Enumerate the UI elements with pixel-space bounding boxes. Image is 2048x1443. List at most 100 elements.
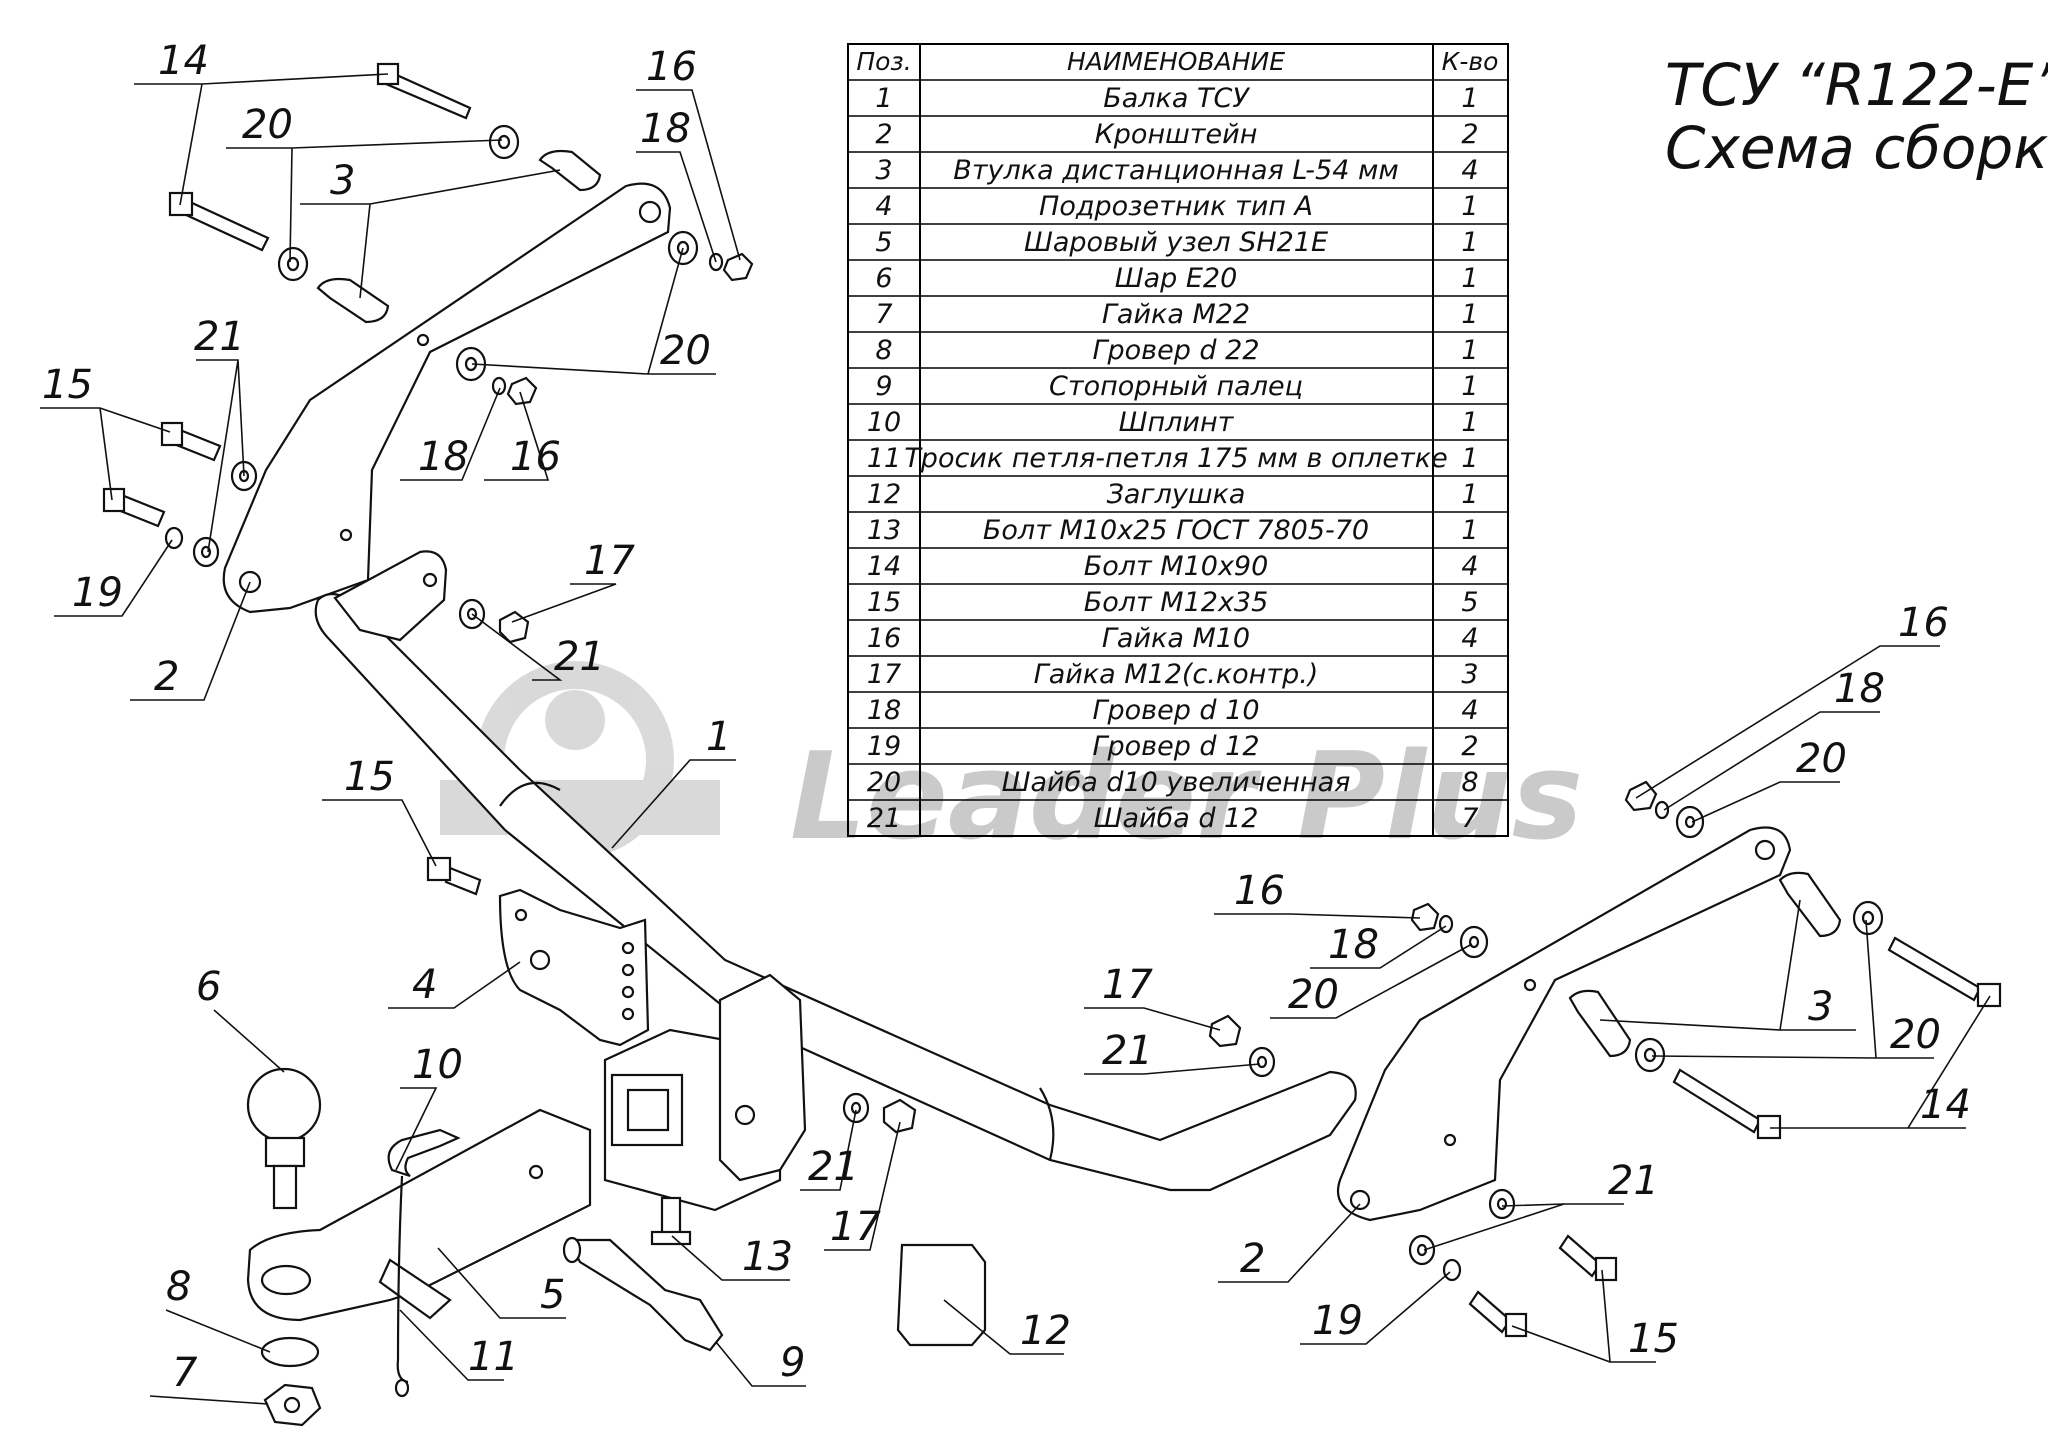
callout-label: 2	[154, 654, 179, 700]
table-cell-name: Шар Е20	[1115, 263, 1238, 294]
callout-label: 17	[830, 1204, 881, 1250]
table-cell-qty: 4	[1461, 155, 1478, 186]
watermark-text: Leader Plus	[790, 728, 1583, 867]
table-cell-qty: 1	[1461, 371, 1478, 402]
table-cell-qty: 1	[1461, 515, 1478, 546]
table-cell-name: Шайба d10 увеличенная	[1002, 767, 1351, 798]
callout-label: 20	[1288, 972, 1339, 1018]
lock-washer-22	[260, 1336, 320, 1368]
table-cell-name: Гайка М22	[1102, 299, 1250, 330]
table-cell-name: Балка ТСУ	[1103, 83, 1250, 114]
table-header-name: НАИМЕНОВАНИЕ	[1067, 47, 1285, 76]
callout-label: 8	[166, 1264, 191, 1310]
callout-label: 17	[584, 538, 635, 584]
table-cell-qty: 1	[1461, 227, 1478, 258]
table-cell-name: Шаровый узел SH21E	[1024, 227, 1328, 258]
callout-label: 1	[706, 714, 731, 760]
callout-label: 9	[780, 1340, 805, 1386]
table-cell-qty: 4	[1461, 623, 1478, 654]
table-cell-name: Тросик петля-петля 175 мм в оплетке	[904, 443, 1447, 474]
table-cell-pos: 20	[867, 767, 901, 798]
callout-label: 16	[1898, 600, 1949, 646]
callout-label: 21	[1102, 1028, 1153, 1074]
callout-label: 16	[646, 44, 697, 90]
leader-lines	[40, 73, 1991, 1405]
callout-label: 20	[1890, 1012, 1941, 1058]
locking-pin	[566, 1238, 724, 1352]
table-cell-qty: 1	[1461, 191, 1478, 222]
table-cell-name: Гайка М10	[1102, 623, 1250, 654]
callout-label: 20	[660, 328, 711, 374]
callout-numbers: 14 20 3 16 18 20 21 15 18 16 19 2 17 21 …	[42, 38, 1971, 1396]
table-cell-qty: 2	[1461, 119, 1478, 150]
callout-label: 20	[242, 102, 293, 148]
callout-label: 3	[330, 158, 355, 204]
callout-label: 19	[72, 570, 123, 616]
table-cell-qty: 1	[1461, 263, 1478, 294]
callout-label: 13	[742, 1234, 793, 1280]
table-cell-name: Кронштейн	[1095, 119, 1258, 150]
table-cell-qty: 3	[1461, 659, 1478, 690]
callout-label: 18	[1328, 922, 1379, 968]
callout-label: 17	[1102, 962, 1153, 1008]
callout-label: 18	[640, 106, 691, 152]
table-cell-name: Гровер d 22	[1092, 335, 1259, 366]
callout-label: 19	[1312, 1298, 1363, 1344]
callout-label: 15	[344, 754, 395, 800]
table-cell-name: Болт М10х90	[1084, 551, 1269, 582]
callout-label: 18	[1834, 666, 1885, 712]
table-header-pos: Поз.	[856, 47, 911, 76]
callout-label: 21	[554, 634, 605, 680]
callout-label: 15	[1628, 1316, 1679, 1362]
table-cell-pos: 12	[867, 479, 901, 510]
table-cell-pos: 17	[867, 659, 901, 690]
table-cell-pos: 11	[867, 443, 901, 474]
table-cell-pos: 8	[875, 335, 892, 366]
table-cell-pos: 4	[875, 191, 892, 222]
table-cell-qty: 1	[1461, 83, 1478, 114]
socket-bracket	[498, 888, 650, 1047]
right-fasteners	[1208, 780, 2002, 1338]
table-cell-name: Втулка дистанционная L-54 мм	[953, 155, 1398, 186]
callout-label: 5	[540, 1272, 565, 1318]
table-cell-name: Стопорный палец	[1049, 371, 1303, 402]
callout-label: 16	[1234, 868, 1285, 914]
left-bracket	[222, 182, 672, 614]
callout-label: 14	[1920, 1082, 1971, 1128]
tow-ball	[246, 1067, 322, 1143]
callout-label: 20	[1796, 736, 1847, 782]
right-bracket	[1336, 826, 1792, 1222]
table-cell-qty: 4	[1461, 695, 1478, 726]
callout-label: 3	[1808, 984, 1833, 1030]
table-cell-qty: 1	[1461, 443, 1478, 474]
table-cell-qty: 4	[1461, 551, 1478, 582]
watermark: Leader Plus	[440, 661, 1583, 867]
table-cell-name: Гайка М12(с.контр.)	[1034, 659, 1319, 690]
table-cell-qty: 1	[1461, 479, 1478, 510]
table-cell-name: Подрозетник тип А	[1039, 191, 1313, 222]
title-line-2: Схема сборки	[1665, 114, 2048, 182]
callout-label: 2	[1240, 1236, 1265, 1282]
table-header-qty: К-во	[1442, 47, 1499, 76]
table-cell-pos: 9	[875, 371, 892, 402]
table-cell-name: Гровер d 12	[1092, 731, 1259, 762]
callout-label: 18	[418, 434, 469, 480]
bolt-m10x25	[660, 1196, 682, 1236]
cotter-pin	[387, 1128, 461, 1178]
table-cell-name: Шайба d 12	[1094, 803, 1259, 834]
table-cell-pos: 16	[867, 623, 901, 654]
callout-label: 7	[172, 1350, 198, 1396]
table-cell-pos: 2	[875, 119, 892, 150]
callout-label: 11	[468, 1334, 519, 1380]
callout-label: 15	[42, 362, 93, 408]
table-cell-qty: 8	[1461, 767, 1478, 798]
table-cell-pos: 13	[867, 515, 901, 546]
diagram-title: ТСУ “R122-E” Схема сборки	[1665, 51, 2048, 182]
callout-label: 10	[412, 1042, 463, 1088]
table-cell-qty: 1	[1461, 299, 1478, 330]
callout-label: 21	[1608, 1158, 1659, 1204]
table-cell-qty: 1	[1461, 407, 1478, 438]
table-cell-name: Шплинт	[1119, 407, 1235, 438]
table-cell-name: Гровер d 10	[1092, 695, 1259, 726]
